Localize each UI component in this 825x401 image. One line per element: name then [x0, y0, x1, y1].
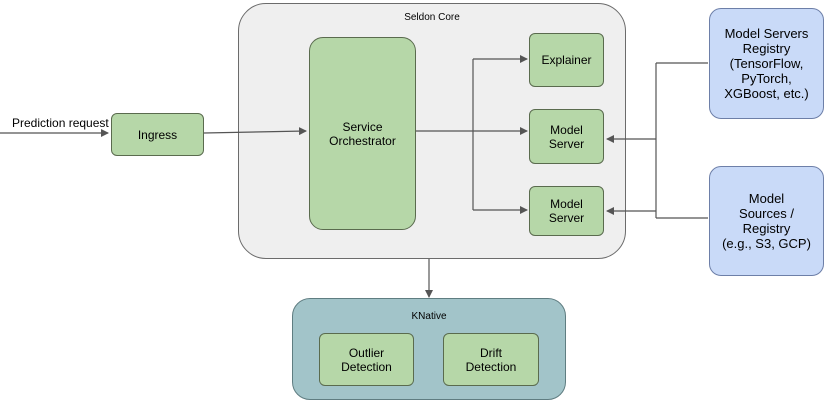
model-server-node-1[interactable]: Model Server — [529, 109, 604, 164]
prediction-request-label: Prediction request — [12, 116, 109, 130]
model-servers-registry-node[interactable]: Model Servers Registry (TensorFlow, PyTo… — [709, 8, 824, 119]
arrow-ingress-to-orchestrator — [203, 127, 307, 136]
explainer-node[interactable]: Explainer — [529, 33, 604, 87]
drift-detection-node[interactable]: Drift Detection — [443, 333, 539, 386]
model-server-node-2[interactable]: Model Server — [529, 186, 604, 236]
knative-title: KNative — [411, 311, 447, 322]
outlier-detection-node[interactable]: Outlier Detection — [319, 333, 414, 386]
model-sources-registry-node[interactable]: Model Sources / Registry (e.g., S3, GCP) — [709, 166, 824, 276]
seldon-core-title: Seldon Core — [404, 12, 460, 23]
ingress-node[interactable]: Ingress — [111, 113, 204, 156]
service-orchestrator-node[interactable]: Service Orchestrator — [309, 37, 416, 230]
